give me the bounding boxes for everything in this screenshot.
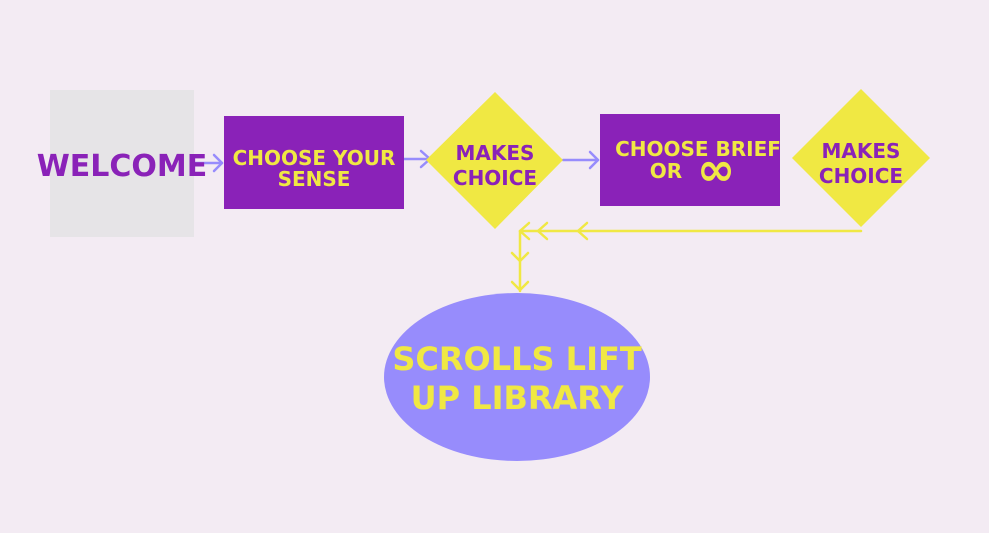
makes-choice-1-label-line1: MAKES: [456, 141, 535, 165]
arrow-makes-choice-to-choose-brief: [561, 150, 600, 170]
library-node: SCROLLS LIFT UP LIBRARY: [384, 293, 650, 461]
library-ellipse: [384, 293, 650, 461]
welcome-node: WELCOME: [37, 90, 208, 237]
return-connector: [510, 221, 863, 293]
chevron-left-icon: [536, 221, 549, 241]
chevron-down-icon: [510, 251, 530, 263]
makes-choice-2-label-line2: CHOICE: [819, 164, 903, 188]
choose-sense-node: CHOOSE YOUR SENSE: [224, 116, 404, 209]
makes-choice-node-1: MAKES CHOICE: [426, 92, 563, 229]
welcome-label: WELCOME: [37, 149, 208, 184]
makes-choice-diamond-1: [426, 92, 563, 229]
infinity-icon: ∞: [697, 142, 735, 196]
welcome-box: [50, 90, 194, 237]
makes-choice-1-label-line2: CHOICE: [453, 166, 537, 190]
choose-sense-label-line2: SENSE: [278, 167, 351, 191]
choose-brief-label-line2: OR: [650, 159, 682, 183]
chevron-left-icon: [576, 221, 589, 241]
choose-brief-node: CHOOSE BRIEF OR ∞: [600, 114, 781, 206]
arrow-welcome-to-choose-sense: [187, 153, 224, 173]
choose-sense-box: [224, 116, 404, 209]
makes-choice-node-2: MAKES CHOICE: [792, 89, 930, 227]
choose-brief-box: [600, 114, 780, 206]
makes-choice-diamond-2: [792, 89, 930, 227]
library-label-line1: SCROLLS LIFT: [392, 340, 642, 378]
choose-sense-label-line1: CHOOSE YOUR: [233, 146, 396, 170]
chevron-down-icon: [510, 280, 530, 292]
choose-brief-label-line1: CHOOSE BRIEF: [615, 137, 781, 161]
makes-choice-2-label-line1: MAKES: [822, 139, 901, 163]
library-label-line2: UP LIBRARY: [411, 379, 625, 417]
